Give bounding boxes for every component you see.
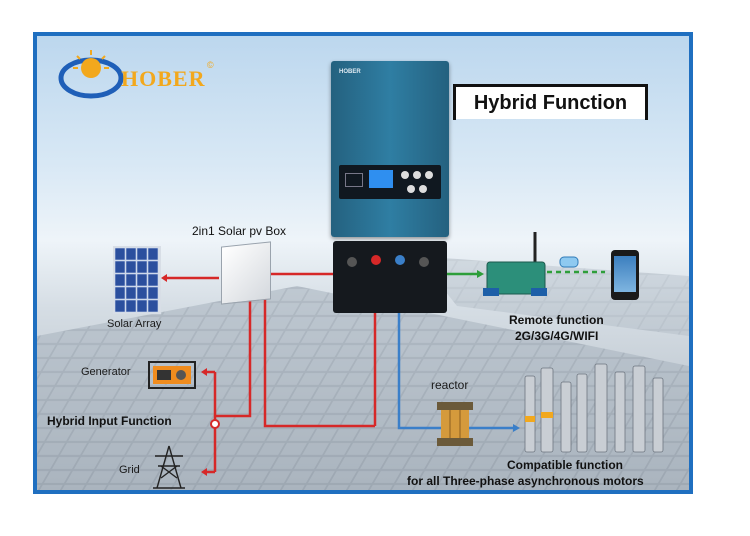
generator-icon bbox=[148, 361, 196, 389]
terminal-port-comm bbox=[419, 257, 429, 267]
title-box: Hybrid Function bbox=[453, 84, 648, 120]
inverter-indicator-icon bbox=[345, 173, 363, 187]
sun-logo-icon bbox=[58, 50, 124, 99]
reactor-label: reactor bbox=[431, 378, 469, 392]
diagram-title: Hybrid Function bbox=[473, 91, 628, 114]
brand-name: HOBER bbox=[121, 66, 206, 91]
hober-logo: HOBER © bbox=[55, 46, 225, 106]
remote-function-label: Remote function bbox=[509, 313, 604, 327]
pv-box-label: 2in1 Solar pv Box bbox=[192, 224, 287, 238]
pump-motors-icon bbox=[524, 363, 664, 453]
grid-label: Grid bbox=[119, 464, 140, 476]
terminal-port-ac bbox=[395, 255, 405, 265]
inverter-button-5 bbox=[419, 185, 427, 193]
cloud-icon bbox=[559, 256, 579, 268]
inverter-control-panel bbox=[339, 165, 441, 199]
reactor-icon bbox=[437, 402, 473, 446]
hybrid-junction-dot bbox=[210, 419, 220, 429]
diagram-frame: HOBER © Hybrid Function HOBER bbox=[33, 32, 693, 494]
inverter-button-2 bbox=[413, 171, 421, 179]
line-pvbox-down-left bbox=[215, 298, 252, 418]
line-inverter-to-motors bbox=[397, 274, 513, 430]
solar-array-panel bbox=[113, 246, 161, 314]
terminal-port-1 bbox=[347, 257, 357, 267]
power-tower-icon bbox=[153, 445, 185, 489]
arrow-to-motors bbox=[513, 424, 520, 432]
compatible-function-label: Compatible function bbox=[507, 458, 623, 472]
inverter-terminal-box bbox=[333, 241, 447, 313]
brand-mark: © bbox=[207, 60, 214, 70]
remote-function-protocols: 2G/3G/4G/WIFI bbox=[515, 329, 599, 343]
solar-array-label: Solar Array bbox=[107, 318, 162, 330]
generator-label: Generator bbox=[81, 366, 131, 378]
remote-router-icon bbox=[483, 232, 547, 296]
inverter-button-4 bbox=[407, 185, 415, 193]
compatible-function-motors: for all Three-phase asynchronous motors bbox=[407, 474, 644, 488]
hybrid-inverter: HOBER bbox=[331, 61, 449, 237]
smartphone-icon bbox=[611, 250, 639, 300]
line-pvbox-down-right bbox=[263, 298, 375, 428]
inverter-badge: HOBER bbox=[339, 69, 361, 75]
hybrid-input-label: Hybrid Input Function bbox=[47, 414, 172, 428]
connection-lines bbox=[161, 270, 605, 476]
inverter-lcd-screen bbox=[369, 170, 393, 188]
terminal-port-dc bbox=[371, 255, 381, 265]
arrow-to-array bbox=[161, 274, 167, 282]
arrow-to-grid bbox=[201, 468, 207, 476]
inverter-button-1 bbox=[401, 171, 409, 179]
arrow-to-router bbox=[477, 270, 484, 278]
inverter-button-3 bbox=[425, 171, 433, 179]
solar-pv-box bbox=[221, 241, 271, 305]
smartphone-screen bbox=[614, 256, 636, 292]
arrow-to-generator bbox=[201, 368, 207, 376]
